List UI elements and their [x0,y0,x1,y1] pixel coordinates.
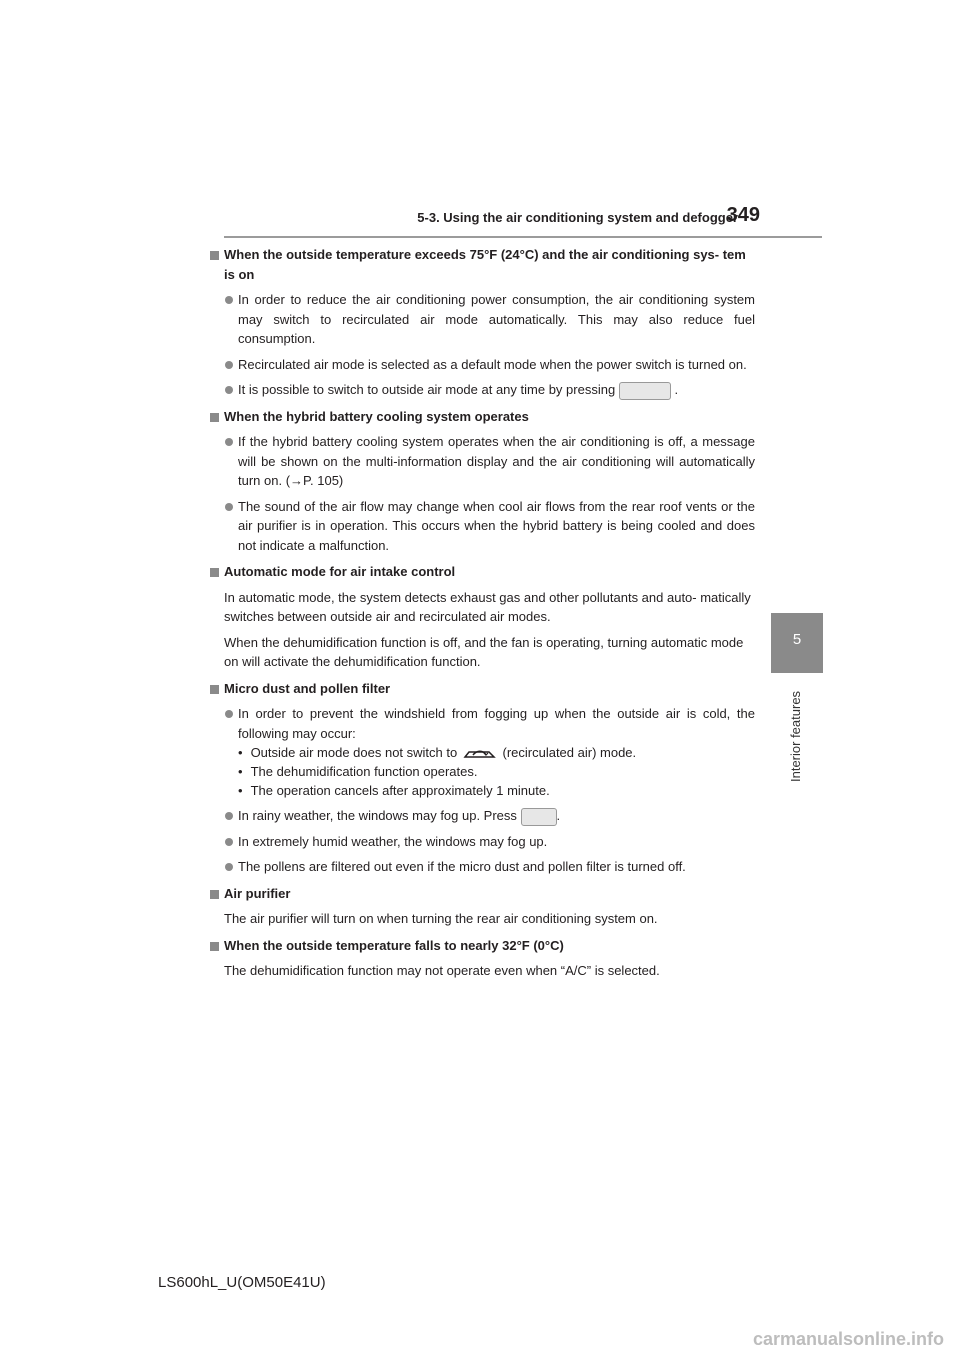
manual-code: LS600hL_U(OM50E41U) [158,1274,326,1291]
paragraph: When the dehumidification function is of… [224,634,744,670]
chapter-tab-label: Interior features [786,682,806,792]
sub-bullet-icon: • [238,783,243,799]
section-heading: When the outside temperature falls to ne… [210,936,755,956]
sub-item: • The operation cancels after approximate… [210,781,755,800]
watermark: carmanualsonline.info [752,1329,944,1349]
chapter-tab: 5 [771,613,823,673]
section-title: 5-3. Using the air conditioning system a… [417,210,738,225]
sub-item: • The dehumidification function operates. [210,762,755,781]
paragraph: The dehumidification function may not op… [224,963,660,979]
recirculated-air-icon [463,750,496,758]
bullet-item: In order to prevent the windshield from … [210,704,755,743]
sub-item: • Outside air mode does not switch to (re… [210,743,755,762]
chapter-number: 5 [792,631,802,648]
sub-text: (recirculated air) mode. [502,745,637,761]
bullet-text: It is possible to switch to outside air … [238,382,616,397]
section-heading: Micro dust and pollen filter [210,679,755,699]
section-heading: Automatic mode for air intake control [210,562,755,582]
bullet-item: The pollens are filtered out even if the… [210,857,755,877]
sub-text: The dehumidification function operates. [250,764,478,780]
paragraph: The air purifier will turn on when turni… [224,911,658,927]
defogger-button-icon [520,807,557,826]
bullet-item: The sound of the air flow may change whe… [210,497,755,556]
sub-bullet-icon: • [238,745,243,761]
chapter-label: Interior features [788,690,803,782]
page-number: 349 [726,204,760,226]
section-heading: When the outside temperature exceeds 75°… [210,245,755,284]
page-content: When the outside temperature exceeds 75°… [210,238,755,981]
bullet-item: It is possible to switch to outside air … [210,380,755,400]
bullet-text: . [674,382,679,397]
bullet-item: In order to reduce the air conditioning … [210,290,755,349]
bullet-text: . [556,808,561,824]
air-intake-button-icon [618,381,671,400]
bullet-item: In rainy weather, the windows may fog up… [210,806,755,826]
sub-text: The operation cancels after approximatel… [250,783,550,799]
bullet-item: In extremely humid weather, the windows … [210,832,755,852]
section-heading: When the hybrid battery cooling system o… [210,407,755,427]
paragraph: In automatic mode, the system detects ex… [224,589,751,625]
bullet-text: In rainy weather, the windows may fog up… [238,808,517,824]
page-header: 5-3. Using the air conditioning system a… [224,200,822,238]
sub-bullet-icon: • [238,764,243,780]
sub-text: Outside air mode does not switch to [250,745,458,761]
bullet-item: If the hybrid battery cooling system ope… [210,432,755,491]
bullet-item: Recirculated air mode is selected as a d… [210,355,755,375]
section-heading: Air purifier [210,884,755,904]
